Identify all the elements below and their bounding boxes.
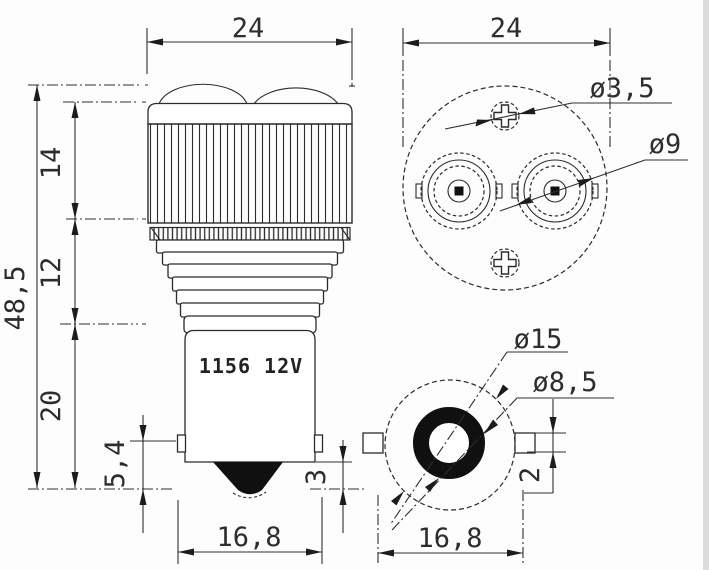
dim-pin-offset: 5,4: [100, 415, 176, 533]
dim-overall-height-label: 48,5: [0, 265, 31, 330]
dim-lens-diameter: ø9: [499, 129, 688, 212]
contact-ring: [413, 407, 485, 479]
dim-barrel-diameter: ø15: [389, 324, 568, 526]
dim-bottom-base-width: 16,8: [377, 490, 524, 564]
dim-seg14-label: 14: [36, 147, 67, 180]
pin-tab-left: [362, 432, 384, 454]
dim-seg12-label: 12: [36, 257, 67, 290]
dim-tip-protrusion-label: 3: [301, 469, 332, 485]
side-view: 1156 12V: [147, 83, 353, 499]
contact-dashed-arc: [232, 491, 267, 499]
knurl-band: [149, 226, 351, 241]
dim-lens-diameter-label: ø9: [649, 129, 682, 160]
dim-top-view-width-label: 24: [490, 13, 523, 44]
dim-overall-height: 48,5: [0, 84, 355, 488]
phillips-screw-top: [490, 101, 520, 131]
bottom-contact: [213, 462, 283, 495]
dim-screw-diameter-label: ø3,5: [589, 73, 654, 104]
dim-pin-width-label: 2: [515, 467, 546, 483]
dim-side-base-width: 16,8: [177, 497, 323, 564]
dim-height-chain: 14 12 20: [28, 101, 365, 490]
dim-barrel-diameter-label: ø15: [514, 324, 563, 355]
phillips-screw-bottom: [490, 248, 520, 278]
bottom-view: [362, 379, 536, 511]
dim-top-view-width: 24: [402, 13, 611, 150]
dim-pin-width: 2: [515, 399, 566, 494]
knurl-hatch: [150, 227, 351, 241]
dim-tip-protrusion: 3: [301, 440, 352, 533]
thread-taper: [155, 239, 345, 334]
top-view-outline: [402, 85, 608, 291]
dim-side-base-width-label: 16,8: [216, 522, 281, 553]
dim-side-top-width: 24: [146, 13, 353, 87]
lens-cap: [147, 102, 353, 125]
dim-ring-diameter: ø8,5: [391, 367, 614, 531]
dim-seg20-label: 20: [36, 390, 67, 423]
led-lens-right: [511, 152, 599, 230]
dim-screw-diameter: ø3,5: [444, 73, 672, 130]
bayonet-pin-left: [176, 434, 187, 453]
lens-dome-left: [158, 83, 248, 105]
scan-edge-band: [703, 0, 709, 570]
bayonet-base: [184, 329, 316, 463]
dim-bottom-base-width-label: 16,8: [417, 523, 482, 554]
top-view: [402, 85, 608, 291]
pin-tab-right: [514, 432, 536, 454]
base-marking: 1156 12V: [199, 354, 303, 378]
dim-ring-diameter-label: ø8,5: [532, 367, 597, 398]
lens-dome-right: [253, 87, 339, 105]
dim-pin-offset-label: 5,4: [100, 440, 131, 489]
bayonet-pin-right: [313, 434, 324, 453]
led-lens-left: [415, 152, 503, 230]
heatsink-fins: [147, 123, 353, 224]
dim-side-top-width-label: 24: [232, 13, 265, 44]
